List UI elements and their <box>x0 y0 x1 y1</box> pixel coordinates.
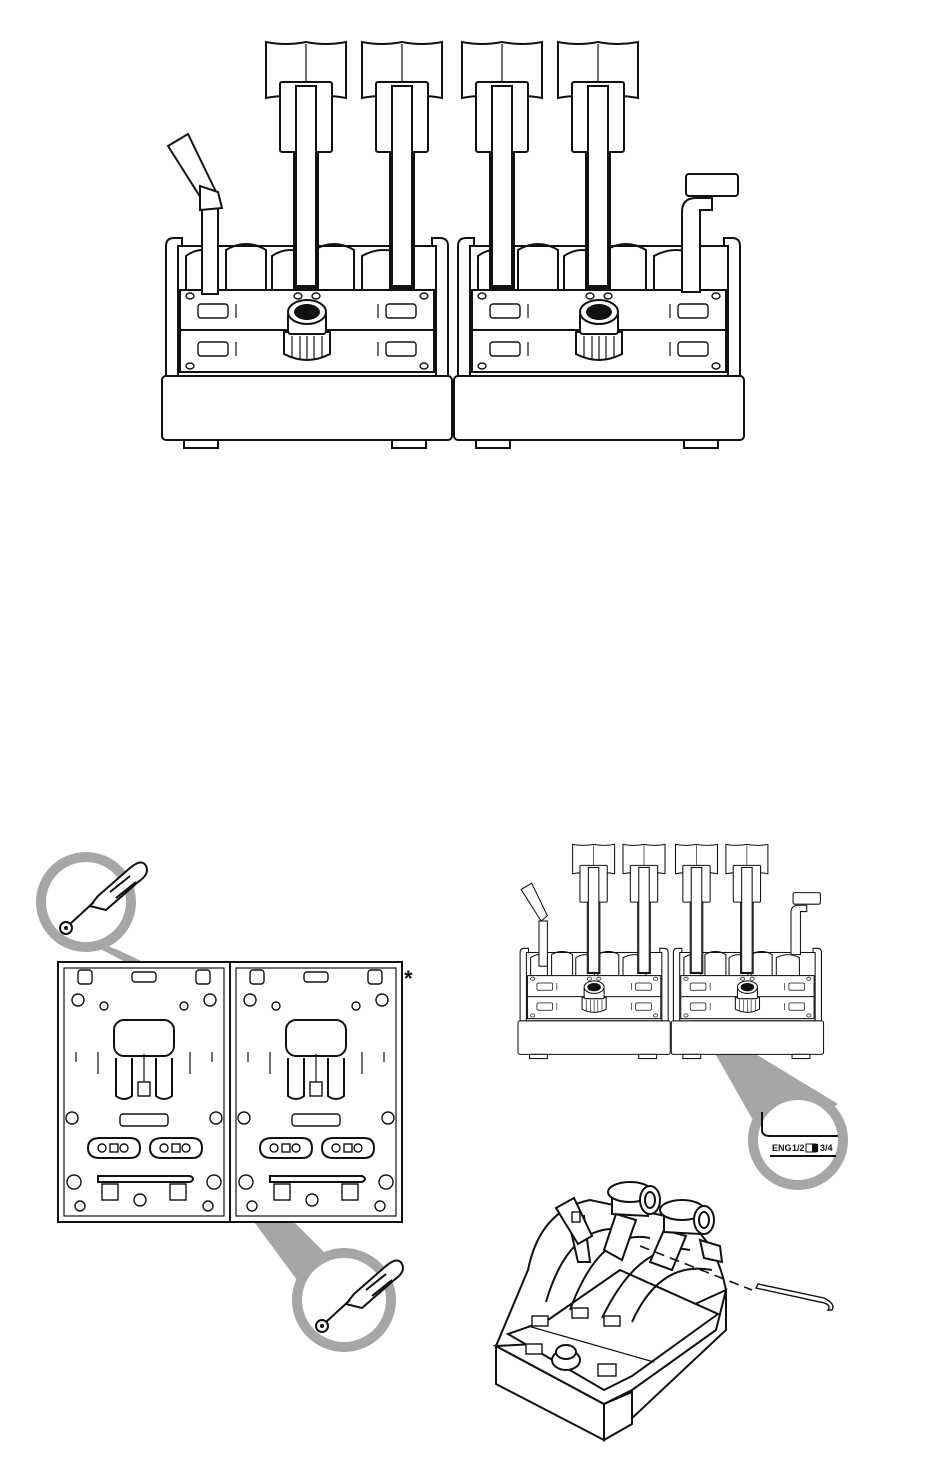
engine-switch-icon: ENG 1/2 3/4 <box>748 1090 848 1190</box>
bottom-plate-right <box>230 962 402 1222</box>
bottom-plates-view: * <box>36 852 413 1352</box>
throttle-assembly-front-view <box>162 42 744 448</box>
asterisk-note: * <box>404 966 413 991</box>
throttle-quadrant-right <box>454 42 744 448</box>
engine-switch-option-a: 1/2 <box>792 1143 805 1153</box>
engine-switch-option-b: 3/4 <box>820 1143 833 1153</box>
bottom-plate-left <box>58 962 230 1222</box>
throttle-quadrant-left <box>162 42 452 448</box>
engine-switch-prefix: ENG <box>772 1143 792 1153</box>
throttle-isometric-view <box>496 1182 833 1478</box>
throttle-assembly-small-view: ENG 1/2 3/4 <box>518 844 848 1190</box>
